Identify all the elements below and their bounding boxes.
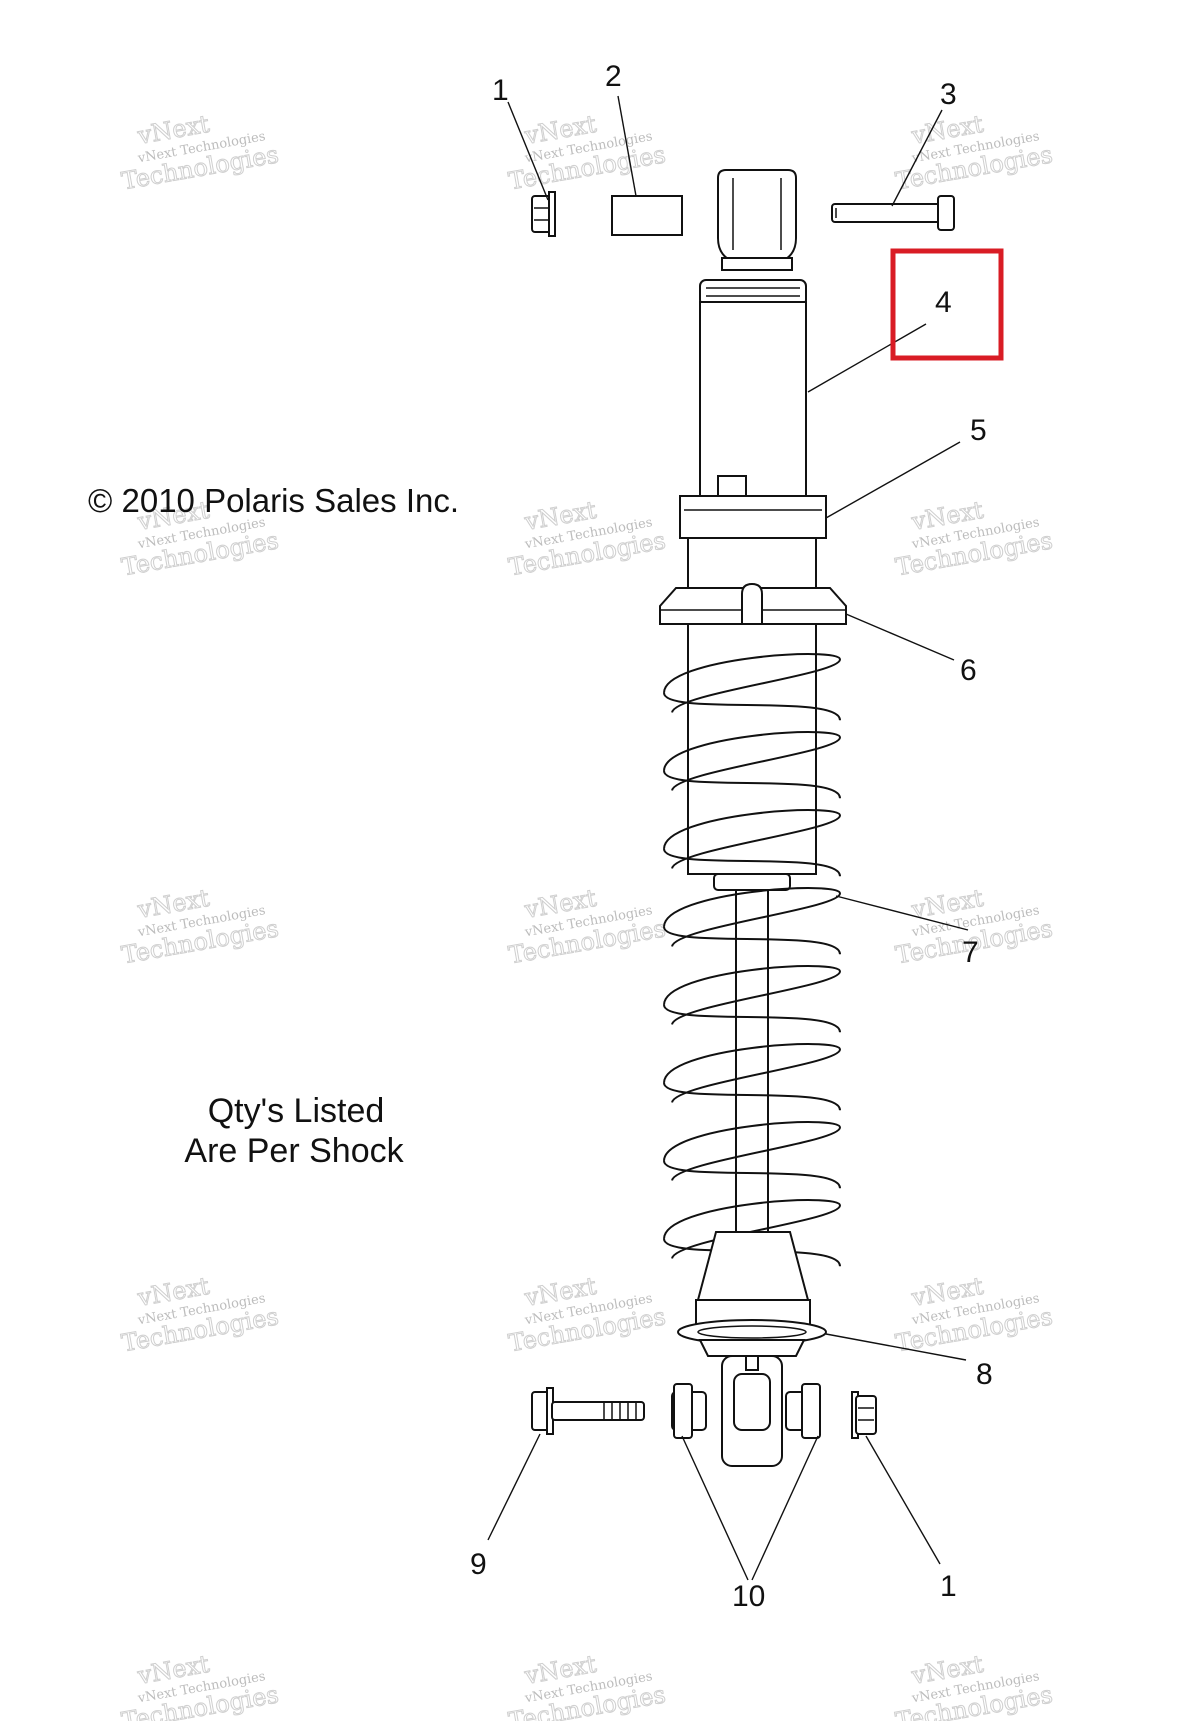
coil-spring (663, 653, 842, 1267)
spring-coil (663, 653, 842, 713)
spring-coil (663, 887, 842, 947)
callout-3: 3 (940, 78, 957, 111)
shock-body (699, 279, 807, 499)
callout-5: 5 (970, 414, 987, 447)
spring-coil (663, 809, 842, 869)
spring-coil-edge (663, 926, 841, 955)
spring-retainer-bottom (677, 1319, 827, 1357)
bushing-left (671, 1383, 707, 1439)
qty-note-line1: Qty's Listed (208, 1092, 385, 1130)
callout-9: 9 (470, 1548, 487, 1581)
callout-7: 7 (962, 936, 979, 969)
top-eyelet (717, 169, 797, 271)
spring-coil-edge (663, 770, 841, 799)
flange-nut-bottom (851, 1391, 877, 1439)
spring-coil (663, 1199, 842, 1259)
spring-coil (663, 1121, 842, 1181)
spring-coil-edge (663, 848, 841, 877)
spring-coil-edge (663, 1004, 841, 1033)
bolt-top (831, 195, 955, 231)
callout-8: 8 (976, 1358, 993, 1391)
spring-coil (663, 731, 842, 791)
bushing-right (785, 1383, 821, 1439)
spring-coil-edge (663, 692, 841, 721)
qty-note-line2: Are Per Shock (184, 1132, 404, 1170)
callout-1-bottom: 1 (940, 1570, 957, 1603)
bottom-eyelet (721, 1355, 783, 1467)
leader-lines (487, 95, 969, 1581)
flange-nut-top (531, 191, 556, 237)
callout-10: 10 (732, 1580, 765, 1613)
shock-shaft (687, 623, 817, 1251)
bolt-bottom (531, 1387, 645, 1435)
bottom-bumper (695, 1231, 811, 1331)
adjuster-collar (679, 495, 827, 591)
spring-coil-edge (663, 1160, 841, 1189)
spring-coil (663, 1043, 842, 1103)
spring-retainer-top (659, 582, 847, 634)
callout-6: 6 (960, 654, 977, 687)
callout-1-top: 1 (492, 74, 509, 107)
callout-2: 2 (605, 60, 622, 93)
highlight-box (890, 248, 1004, 361)
spring-coil (663, 965, 842, 1025)
copyright-text: © 2010 Polaris Sales Inc. (88, 482, 459, 519)
callout-4: 4 (935, 286, 952, 319)
spacer (611, 195, 683, 236)
spring-coil-edge (663, 1082, 841, 1111)
